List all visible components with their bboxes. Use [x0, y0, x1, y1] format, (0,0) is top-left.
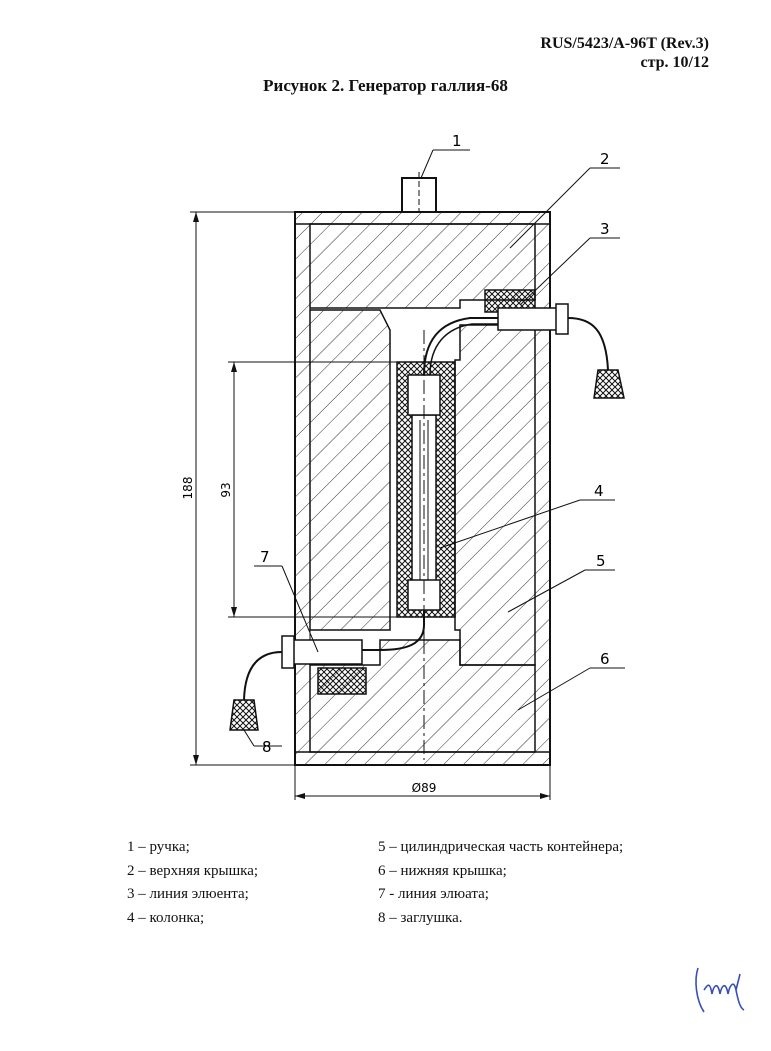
- legend-item: 8 – заглушка.: [378, 909, 463, 926]
- overall-height-label: 188: [181, 477, 195, 500]
- callout-8: 8: [262, 738, 272, 756]
- generator-drawing: 188 93 Ø89 1 2 3 4 5 6 7 8: [181, 132, 625, 800]
- eluent-plug: [593, 369, 625, 399]
- legend-right-column: 5 – цилиндрическая часть контейнера; 6 –…: [378, 836, 623, 930]
- eluate-tube: [300, 610, 425, 651]
- bottom-rim: [294, 751, 551, 766]
- legend-item: 2 – верхняя крышка;: [127, 862, 259, 879]
- callout-2: 2: [600, 150, 610, 168]
- cylinder-left-block: [309, 309, 391, 631]
- document-reference: RUS/5423/A-96T (Rev.3) стр. 10/12: [540, 34, 709, 72]
- eluate-cable: [243, 651, 283, 701]
- callout-5: 5: [596, 552, 606, 570]
- callout-3: 3: [600, 220, 610, 238]
- top-lid-block: [309, 223, 536, 309]
- page-number: стр. 10/12: [640, 54, 710, 71]
- legend-item: 7 - линия элюата;: [378, 886, 489, 902]
- callout-1: 1: [452, 132, 462, 150]
- legend-item: 1 – ручка;: [127, 839, 190, 855]
- legend-item: 5 – цилиндрическая часть контейнера;: [378, 839, 624, 855]
- eluate-valve: [317, 667, 367, 695]
- diameter-label: Ø89: [412, 781, 437, 795]
- legend-item: 4 – колонка;: [127, 909, 205, 926]
- document-code: RUS/5423/A-96T (Rev.3): [540, 35, 709, 52]
- legend-item: 6 – нижняя крышка;: [378, 862, 507, 879]
- callout-6: 6: [600, 650, 610, 668]
- right-wall: [534, 223, 551, 753]
- eluate-connector: [291, 639, 363, 665]
- left-wall: [294, 223, 311, 753]
- top-lid-rim: [294, 211, 551, 225]
- column-height-label: 93: [219, 482, 233, 497]
- eluent-connector: [497, 307, 559, 331]
- callout-7: 7: [260, 548, 270, 566]
- callout-4: 4: [594, 482, 604, 500]
- eluent-cable: [567, 317, 609, 371]
- legend-item: 3 – линия элюента;: [127, 886, 249, 902]
- eluate-plug: [229, 699, 259, 731]
- handwritten-signature: [695, 967, 745, 1013]
- eluent-tube: [423, 317, 560, 376]
- cylinder-right-block: [454, 324, 536, 666]
- figure-title: Рисунок 2. Генератор галлия-68: [263, 76, 508, 95]
- legend-left-column: 1 – ручка; 2 – верхняя крышка; 3 – линия…: [127, 836, 258, 930]
